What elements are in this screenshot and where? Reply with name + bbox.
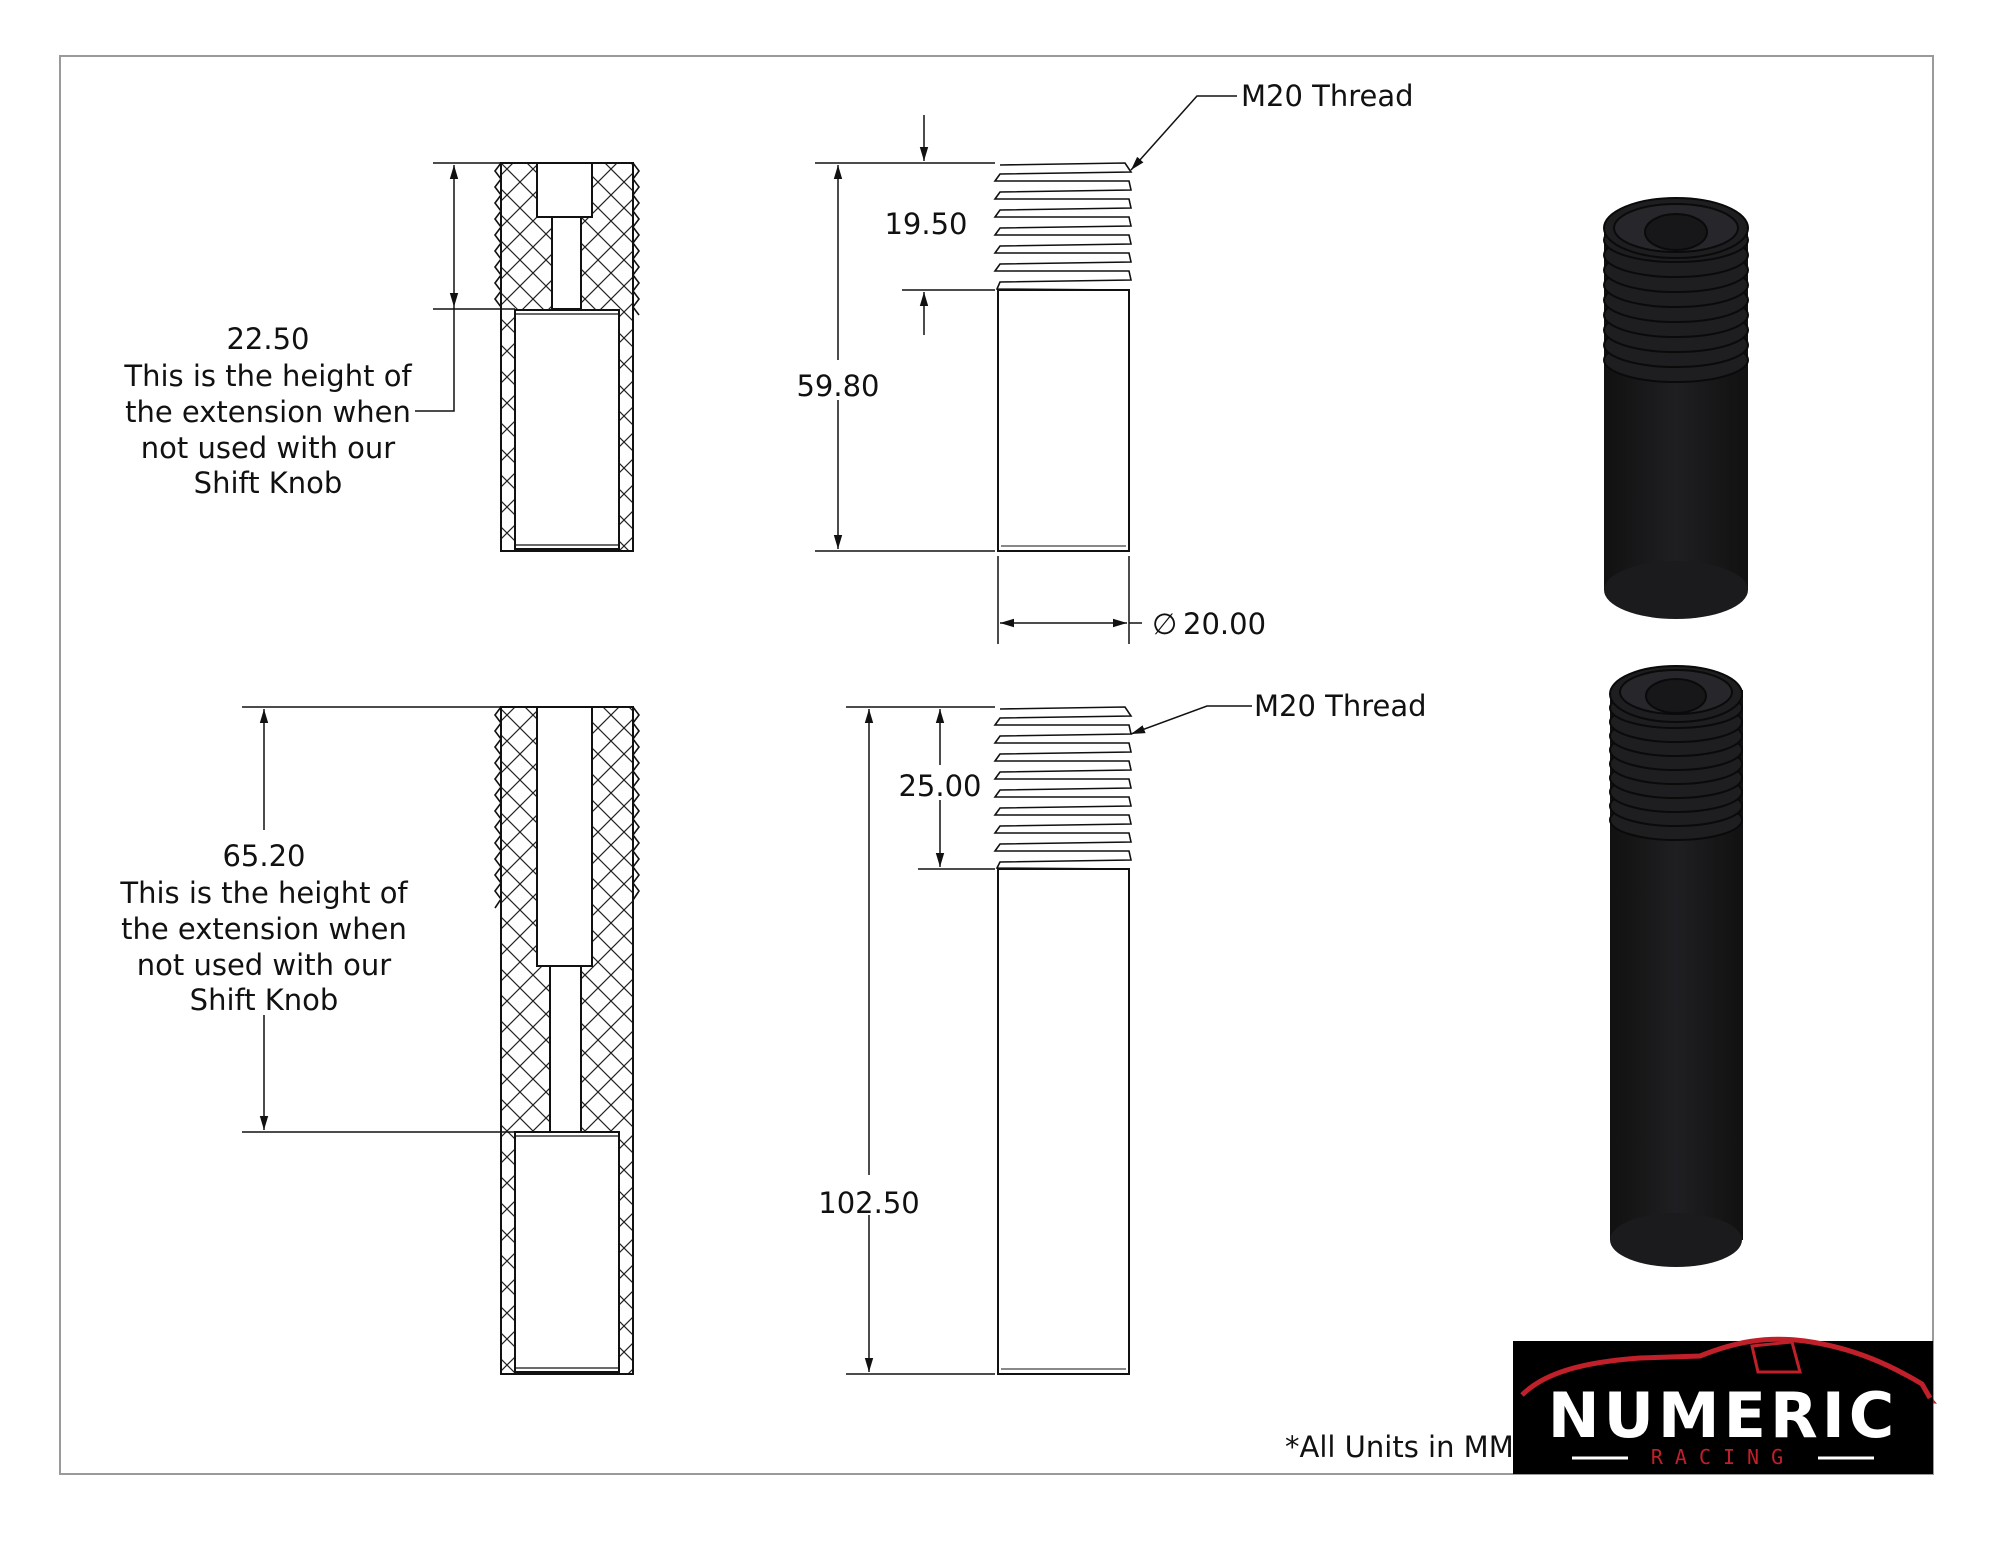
bottom-thread-length-value: 25.00	[898, 769, 981, 803]
diameter-symbol-icon: ∅	[1152, 607, 1177, 641]
top-section-note-line-2: the extension when	[125, 395, 411, 429]
bottom-elevation-view	[993, 706, 1133, 1375]
bottom-section-view	[494, 706, 640, 1375]
top-thread-length-value: 19.50	[884, 207, 967, 241]
top-thread-label: M20 Thread	[1241, 79, 1414, 113]
top-section-dimension	[415, 162, 515, 412]
logo-tagline-text: RACING	[1650, 1445, 1796, 1469]
bottom-section-note-line-2: the extension when	[121, 912, 407, 946]
diameter-value: 20.00	[1183, 607, 1266, 641]
bottom-section-dimension-value: 65.20	[222, 839, 305, 873]
bottom-section-dimension	[242, 706, 515, 1133]
units-note: *All Units in MM	[1285, 1430, 1514, 1464]
3d-render-short	[1603, 197, 1749, 619]
top-section-dimension-value: 22.50	[226, 322, 309, 356]
logo-brand-text: NUMERIC	[1547, 1379, 1899, 1452]
top-overall-length-value: 59.80	[796, 369, 879, 403]
bottom-section-note-line-4: Shift Knob	[190, 983, 339, 1017]
top-elevation-view	[993, 162, 1133, 552]
3d-render-long	[1609, 665, 1743, 1267]
bottom-thread-label: M20 Thread	[1254, 689, 1427, 723]
bottom-section-note-line-1: This is the height of	[119, 876, 408, 910]
top-section-note-line-3: not used with our	[141, 431, 396, 465]
sheet-border	[59, 55, 1934, 1475]
numeric-racing-logo: NUMERIC RACING	[1513, 1341, 1933, 1474]
top-section-note-line-1: This is the height of	[123, 359, 412, 393]
bottom-overall-length-value: 102.50	[818, 1186, 919, 1220]
top-elevation-dimensions	[815, 95, 1237, 644]
bottom-section-note-line-3: not used with our	[137, 948, 392, 982]
top-section-view	[494, 162, 640, 552]
top-section-note-line-4: Shift Knob	[194, 466, 343, 500]
bottom-elevation-dimensions	[846, 705, 1252, 1375]
